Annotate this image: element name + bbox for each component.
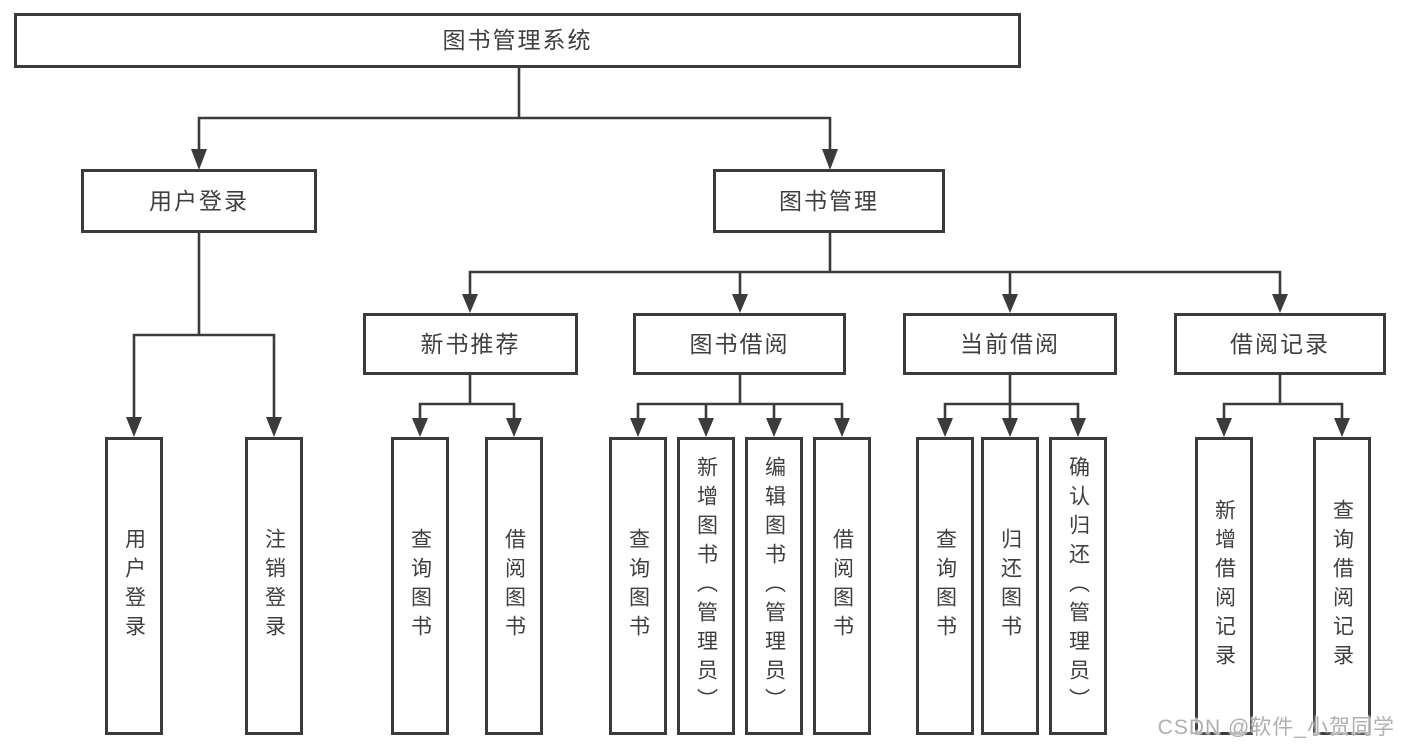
node-current-borrowing-label: 当前借阅 xyxy=(960,330,1060,357)
leaf-add-books-admin-label: 新增图书（管理员） xyxy=(694,455,718,717)
connector-user-login-split xyxy=(126,233,282,437)
leaf-query-books-recommend-label: 查询图书 xyxy=(408,528,432,644)
leaf-user-login-label: 用户登录 xyxy=(122,528,146,644)
node-root-label: 图书管理系统 xyxy=(442,27,593,53)
leaf-add-borrow-record-label: 新增借阅记录 xyxy=(1212,499,1236,673)
watermark-text: CSDN @软件_小贺同学 xyxy=(1157,716,1395,739)
leaf-query-borrow-record: 查询借阅记录 xyxy=(1313,437,1371,735)
leaf-borrow-books-recommend-label: 借阅图书 xyxy=(502,528,526,644)
leaf-return-books-label: 归还图书 xyxy=(998,528,1022,644)
leaf-query-books-borrowing: 查询图书 xyxy=(609,437,667,735)
leaf-return-books: 归还图书 xyxy=(981,437,1039,735)
leaf-user-login: 用户登录 xyxy=(105,437,163,735)
leaf-borrow-books-borrowing-label: 借阅图书 xyxy=(830,528,854,644)
node-current-borrowing: 当前借阅 xyxy=(903,313,1117,375)
node-book-borrowing-label: 图书借阅 xyxy=(689,330,790,357)
connector-root-split xyxy=(191,68,838,170)
leaf-add-books-admin: 新增图书（管理员） xyxy=(677,437,735,735)
node-root: 图书管理系统 xyxy=(14,13,1021,68)
connector-book-management-split xyxy=(462,233,1288,313)
node-user-login-label: 用户登录 xyxy=(149,187,249,214)
connector-borrowing-records-split xyxy=(1216,375,1350,437)
node-borrowing-records-label: 借阅记录 xyxy=(1230,330,1330,357)
leaf-confirm-return-admin-label: 确认归还（管理员） xyxy=(1066,455,1090,717)
node-user-login: 用户登录 xyxy=(81,169,317,233)
leaf-borrow-books-borrowing: 借阅图书 xyxy=(813,437,871,735)
connector-current-borrowing-split xyxy=(937,375,1086,437)
node-new-book-recommend: 新书推荐 xyxy=(363,313,578,375)
leaf-edit-books-admin-label: 编辑图书（管理员） xyxy=(762,455,786,717)
leaf-add-borrow-record: 新增借阅记录 xyxy=(1195,437,1253,735)
leaf-query-books-recommend: 查询图书 xyxy=(391,437,449,735)
leaf-logout-login: 注销登录 xyxy=(245,437,303,735)
leaf-edit-books-admin: 编辑图书（管理员） xyxy=(745,437,803,735)
leaf-logout-login-label: 注销登录 xyxy=(262,528,286,644)
node-new-book-recommend-label: 新书推荐 xyxy=(420,330,521,357)
node-book-borrowing: 图书借阅 xyxy=(633,313,846,375)
leaf-query-borrow-record-label: 查询借阅记录 xyxy=(1330,499,1354,673)
connector-book-borrowing-split xyxy=(630,375,850,437)
leaf-borrow-books-recommend: 借阅图书 xyxy=(485,437,543,735)
node-book-management: 图书管理 xyxy=(713,169,945,233)
node-book-management-label: 图书管理 xyxy=(779,187,879,214)
leaf-query-books-current-label: 查询图书 xyxy=(933,528,957,644)
leaf-query-books-borrowing-label: 查询图书 xyxy=(626,528,650,644)
connector-new-book-split xyxy=(412,375,522,437)
leaf-confirm-return-admin: 确认归还（管理员） xyxy=(1049,437,1107,735)
node-borrowing-records: 借阅记录 xyxy=(1174,313,1386,375)
leaf-query-books-current: 查询图书 xyxy=(916,437,974,735)
